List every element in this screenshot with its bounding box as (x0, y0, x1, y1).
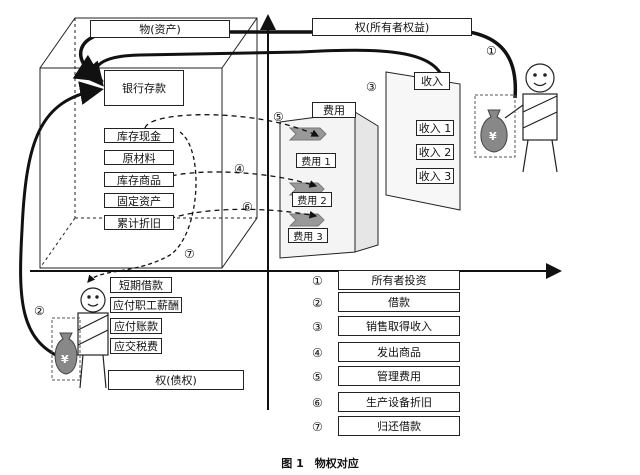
legend-num: ③ (312, 320, 323, 334)
flow-2-arrow (19, 81, 104, 360)
liability-item: 短期借款 (110, 277, 172, 293)
liabilities-title: 权(债权) (108, 370, 244, 390)
owner-money-symbol: ¥ (489, 130, 497, 143)
flow-marker-3: ③ (366, 80, 377, 94)
creditor-money-bag (51, 317, 81, 381)
legend-text: 发出商品 (338, 342, 460, 362)
creditor-figure (77, 287, 109, 389)
flow-7-arrow (87, 131, 197, 283)
asset-item: 银行存款 (104, 70, 184, 106)
legend-num: ⑤ (312, 370, 323, 384)
legend-num: ① (312, 274, 323, 288)
legend-num: ⑦ (312, 420, 323, 434)
income-item: 收入 1 (416, 120, 454, 136)
legend-text: 借款 (338, 292, 460, 312)
owner-money-bag (474, 94, 516, 158)
legend-text: 管理费用 (338, 366, 460, 386)
legend-num: ② (312, 296, 323, 310)
legend-num: ⑥ (312, 396, 323, 410)
liability-item: 应付职工薪酬 (110, 297, 182, 313)
liability-item: 应交税费 (110, 338, 162, 354)
owner-figure (504, 63, 558, 173)
legend-text: 销售取得收入 (338, 316, 460, 336)
income-title: 收入 (414, 72, 450, 90)
income-item: 收入 2 (416, 144, 454, 160)
flow-3-arrow (79, 48, 447, 87)
income-board (385, 71, 461, 211)
asset-item: 原材料 (104, 150, 174, 165)
liability-item: 应付账款 (110, 318, 162, 334)
flow-marker-1: ① (486, 44, 497, 58)
legend-text: 生产设备折旧 (338, 392, 460, 412)
asset-item: 库存现金 (104, 128, 174, 143)
assets-title: 物(资产) (90, 20, 230, 38)
flow-marker-7: ⑦ (184, 247, 195, 261)
asset-item: 累计折旧 (104, 215, 174, 230)
flow-marker-5: ⑤ (273, 110, 284, 124)
creditor-money-symbol: ¥ (61, 353, 69, 366)
asset-item: 库存商品 (104, 172, 174, 187)
income-item: 收入 3 (416, 168, 454, 184)
chevron-5 (288, 127, 327, 141)
figure-caption: 图 1 物权对应 (281, 457, 359, 470)
asset-item: 固定资产 (104, 193, 174, 208)
expense-item: 费用 2 (292, 192, 332, 207)
flow-marker-6: ⑥ (242, 200, 253, 214)
legend-text: 所有者投资 (338, 270, 460, 290)
flow-marker-4: ④ (234, 162, 245, 176)
expense-board-side (354, 111, 379, 253)
flow-marker-2: ② (34, 304, 45, 318)
equity-title: 权(所有者权益) (312, 18, 472, 36)
expense-item: 费用 3 (288, 228, 328, 243)
legend-num: ④ (312, 346, 323, 360)
expenses-title: 费用 (312, 102, 356, 118)
flow-5-arrow (144, 114, 320, 137)
expense-item: 费用 1 (296, 153, 336, 168)
legend-text: 归还借款 (338, 416, 460, 436)
